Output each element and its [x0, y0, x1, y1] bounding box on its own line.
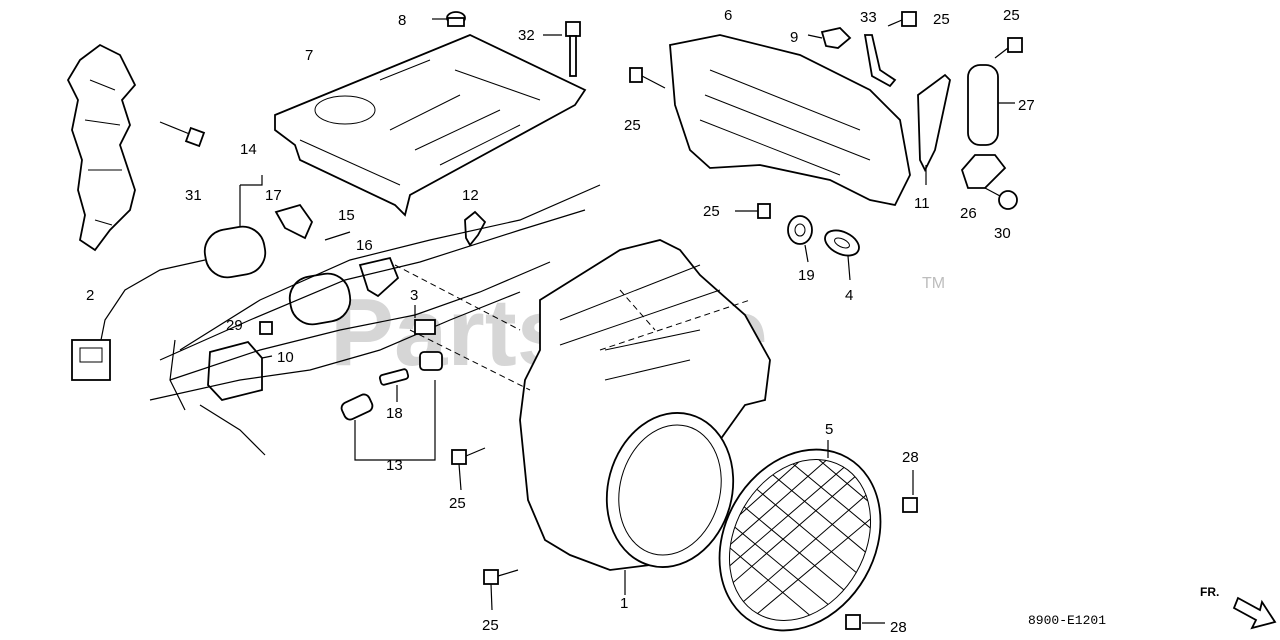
part-12-clip: [464, 210, 487, 247]
callout-6: 6: [724, 7, 732, 24]
callout-19: 19: [798, 267, 815, 284]
part-28-screw-upper: [902, 470, 918, 513]
callout-29: 29: [226, 317, 243, 334]
part-29-bolt: [259, 321, 273, 335]
part-15-ignition-coil: [288, 231, 352, 326]
alignment-dashed-lines: [394, 264, 751, 391]
callout-32: 32: [518, 27, 535, 44]
part-32-bolt: [543, 21, 581, 77]
part-28-screw-lower: [845, 614, 885, 630]
watermark-trademark: TM: [922, 275, 945, 292]
callout-25-top: 25: [933, 11, 950, 28]
front-direction-arrow: FR.: [1200, 585, 1277, 630]
part-13-spark-plug-cap: [340, 351, 443, 461]
part-14-ignition-coil: [99, 175, 267, 346]
part-8-grommet: [432, 11, 466, 27]
part-25-bolt-lower: [451, 447, 486, 491]
callout-28-lower: 28: [890, 619, 907, 636]
callout-31: 31: [185, 187, 202, 204]
callout-15: 15: [338, 207, 355, 224]
callout-9: 9: [790, 29, 798, 46]
callout-25-bottom: 25: [482, 617, 499, 634]
part-16-bracket: [358, 256, 400, 298]
callout-25-lower: 25: [449, 495, 466, 512]
part-33-bracket: [863, 34, 897, 88]
part-2-shield: [66, 43, 137, 252]
part-6-shroud: [669, 34, 911, 207]
part-17-bracket: [274, 203, 314, 240]
callout-4: 4: [845, 287, 853, 304]
part-18-pin: [378, 368, 410, 402]
callout-12: 12: [462, 187, 479, 204]
part-25-bolt-far-right: [994, 37, 1023, 59]
part-4-grommet: [824, 229, 860, 281]
part-1-fan-housing: [519, 239, 771, 595]
callout-33: 33: [860, 9, 877, 26]
callout-27: 27: [1018, 97, 1035, 114]
part-7-cover-plate: [274, 34, 587, 217]
part-25-bolt-top: [887, 11, 917, 27]
callout-26: 26: [960, 205, 977, 222]
part-9-clip: [807, 27, 852, 49]
part-11-bracket: [917, 73, 951, 185]
part-19-grommet: [787, 215, 813, 263]
part-3-wiring-harness: [149, 184, 601, 456]
callout-11: 11: [914, 195, 930, 212]
callout-28-upper: 28: [902, 449, 919, 466]
callout-25-mid: 25: [703, 203, 720, 220]
part-10-module: [207, 340, 273, 402]
callout-10: 10: [277, 349, 294, 366]
part-connector: [71, 339, 111, 381]
part-25-bolt-bottom: [483, 569, 519, 611]
callout-2: 2: [86, 287, 94, 304]
part-30-bolt: [984, 187, 1018, 210]
callout-25-left-of-6: 25: [624, 117, 641, 134]
callout-16: 16: [356, 237, 373, 254]
callout-5: 5: [825, 421, 833, 438]
callout-8: 8: [398, 12, 406, 29]
part-31-bolt: [159, 121, 206, 148]
part-27-sleeve: [967, 64, 1015, 146]
callout-25-far-right: 25: [1003, 7, 1020, 24]
part-26-clamp: [960, 154, 1007, 189]
direction-label: FR.: [1200, 585, 1219, 599]
part-25-bolt-left-of-6: [629, 67, 666, 89]
part-5-fan-screen: [701, 433, 899, 640]
callout-3: 3: [410, 287, 418, 304]
callout-14: 14: [240, 141, 257, 158]
callout-1: 1: [620, 595, 628, 612]
callout-17: 17: [265, 187, 282, 204]
part-25-bolt-mid: [735, 203, 771, 219]
diagram-code: 8900-E1201: [1028, 613, 1106, 628]
callout-18: 18: [386, 405, 403, 422]
callout-13: 13: [386, 457, 403, 474]
callout-7: 7: [305, 47, 313, 64]
callout-30: 30: [994, 225, 1011, 242]
